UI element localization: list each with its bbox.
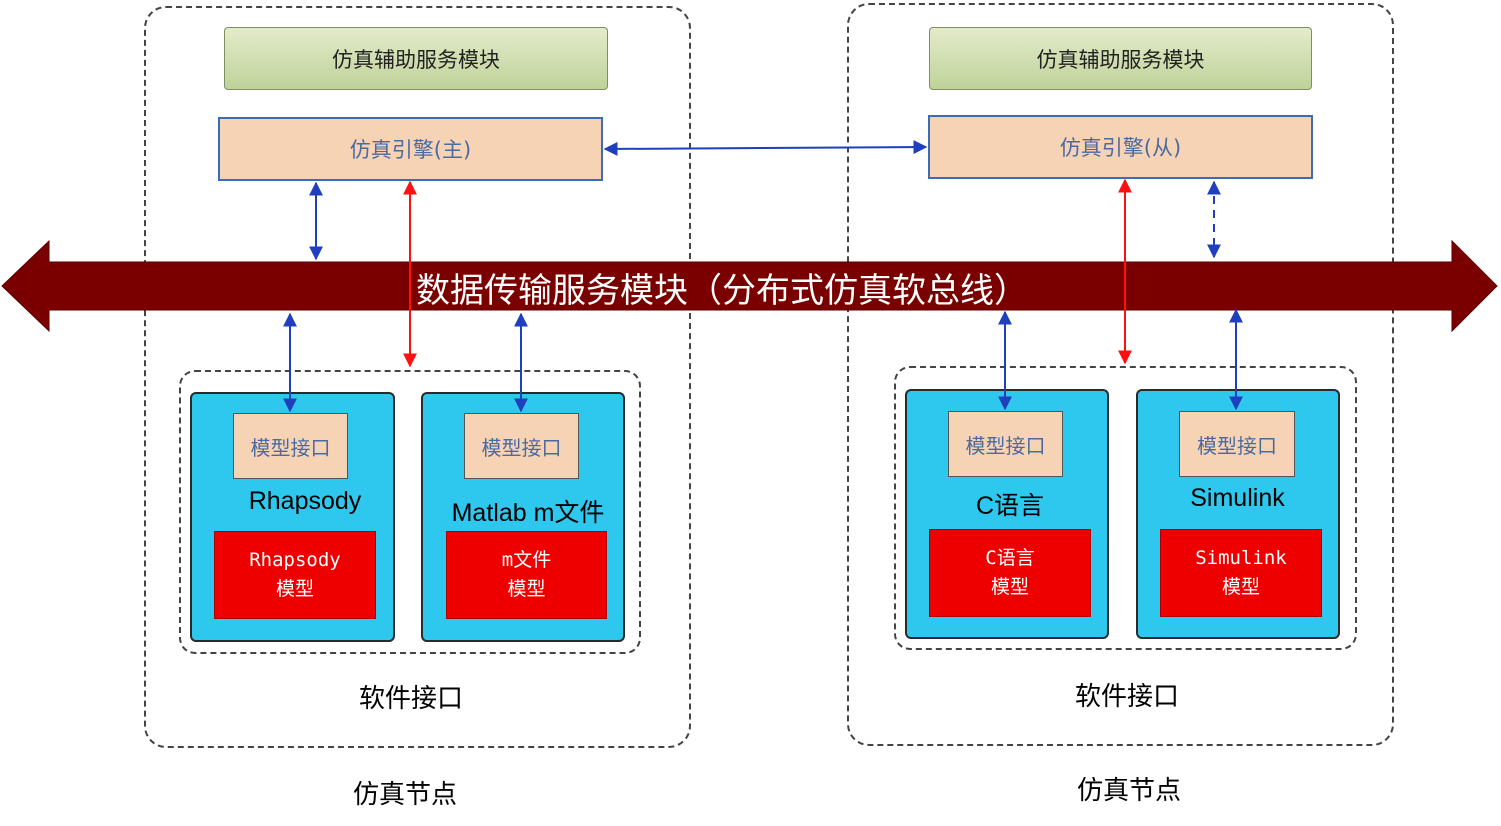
model-block-line2: 模型 — [275, 578, 314, 600]
model-block-line1: Rhapsody — [249, 549, 341, 571]
software-interface-group-left — [179, 370, 641, 654]
model-block-line1: m文件 — [501, 549, 552, 571]
model-block-rhapsody: Rhapsody 模型 — [214, 531, 376, 619]
data-bus-label: 数据传输服务模块（分布式仿真软总线） — [416, 271, 1028, 311]
simulation-node-label-left: 仿真节点 — [352, 780, 457, 810]
model-block-c-language: C语言 模型 — [929, 529, 1091, 617]
model-interface-c-language: 模型接口 — [948, 411, 1063, 477]
model-block-simulink: Simulink 模型 — [1160, 529, 1322, 617]
software-interface-label-left: 软件接口 — [358, 684, 463, 714]
model-block-line2: 模型 — [1221, 576, 1260, 598]
software-interface-group-right — [894, 366, 1357, 650]
engine-link-arrow — [603, 140, 928, 156]
model-block-matlab: m文件 模型 — [446, 531, 607, 619]
model-block-line1: Simulink — [1195, 547, 1287, 569]
aux-service-module-right: 仿真辅助服务模块 — [929, 27, 1312, 90]
simulation-engine-slave: 仿真引擎(从) — [928, 115, 1313, 179]
model-name-matlab: Matlab m文件 — [451, 499, 605, 527]
software-interface-label-right: 软件接口 — [1074, 682, 1179, 712]
model-name-c-language: C语言 — [975, 492, 1045, 520]
model-name-rhapsody: Rhapsody — [248, 487, 362, 515]
simulation-engine-master: 仿真引擎(主) — [218, 117, 603, 181]
simulation-node-label-right: 仿真节点 — [1076, 776, 1181, 806]
simulation-node-right — [847, 3, 1394, 746]
model-block-line2: 模型 — [507, 578, 546, 600]
model-block-line1: C语言 — [985, 547, 1035, 569]
model-interface-matlab: 模型接口 — [464, 413, 579, 479]
model-block-line2: 模型 — [990, 576, 1029, 598]
model-interface-rhapsody: 模型接口 — [233, 413, 348, 479]
aux-service-module-left: 仿真辅助服务模块 — [224, 27, 608, 90]
model-name-simulink: Simulink — [1190, 484, 1285, 512]
model-interface-simulink: 模型接口 — [1179, 411, 1295, 477]
simulation-node-left — [144, 6, 691, 748]
